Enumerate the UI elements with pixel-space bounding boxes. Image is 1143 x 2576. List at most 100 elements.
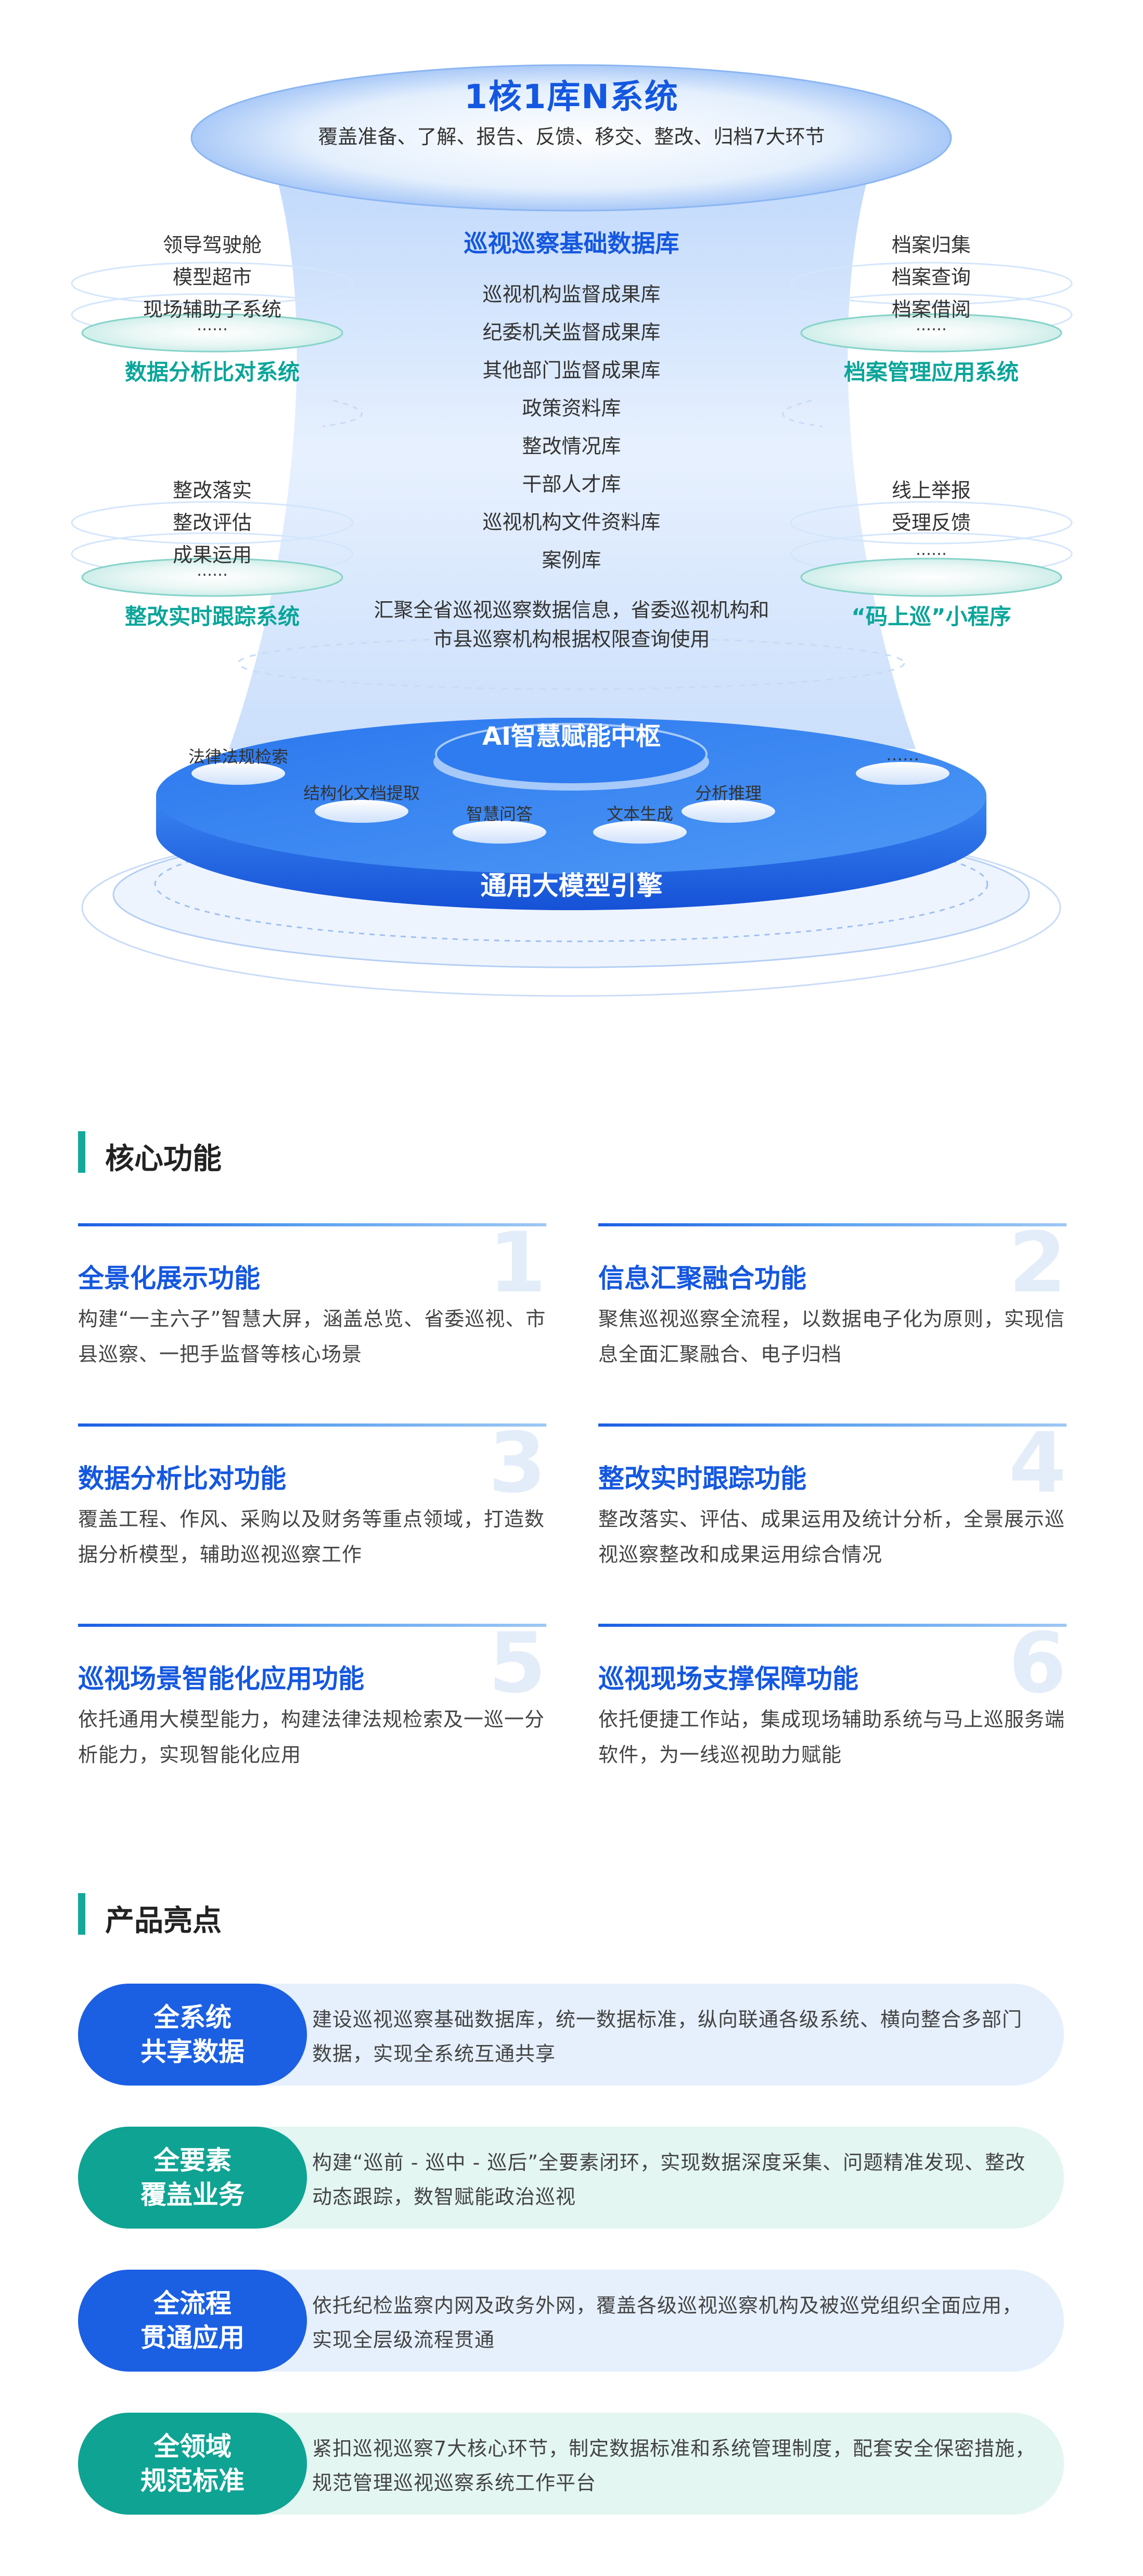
- badge-line2: 贯通应用: [140, 2323, 245, 2353]
- mini-program-title: “码上巡”小程序: [851, 604, 1011, 629]
- diagram-title: 1核1库N系统: [464, 78, 679, 116]
- feature-desc: 依托通用大模型能力，构建法律法规检索及一巡一分析能力，实现智能化应用: [78, 1708, 545, 1766]
- database-item: 纪委机关监督成果库: [482, 321, 661, 344]
- rectification-system-title: 整改实时跟踪系统: [124, 604, 300, 629]
- highlight-desc: 依托纪检监察内网及政务外网，覆盖各级巡视巡察机构及被巡党组织全面应用，实现全层级…: [312, 2294, 1023, 2351]
- feature-number: 3: [488, 1414, 546, 1511]
- highlight-row: 全流程 贯通应用 依托纪检监察内网及政务外网，覆盖各级巡视巡察机构及被巡党组织全…: [78, 2270, 1064, 2372]
- section-title: 产品亮点: [105, 1904, 222, 1938]
- side-item: 档案借阅: [891, 298, 971, 321]
- database-item: 案例库: [542, 549, 601, 572]
- feature-number: 1: [488, 1214, 546, 1311]
- section-accent-bar: [78, 1131, 85, 1173]
- disc-left-bottom: [81, 558, 343, 597]
- top-ellipse: [190, 64, 952, 212]
- ai-hub-title: AI智慧赋能中枢: [482, 722, 661, 751]
- feature-title: 巡视现场支撑保障功能: [598, 1664, 858, 1694]
- side-item: ……: [916, 316, 947, 334]
- feature-desc: 依托便捷工作站，集成现场辅助系统与马上巡服务端软件，为一线巡视助力赋能: [598, 1708, 1065, 1766]
- highlight-row: 全领域 规范标准 紧扣巡视巡察7大核心环节，制定数据标准和系统管理制度，配套安全…: [78, 2413, 1064, 2515]
- architecture-diagram: 1核1库N系统 覆盖准备、了解、报告、反馈、移交、整改、归档7大环节 巡视巡察基…: [0, 0, 1143, 1019]
- feature-desc: 覆盖工程、作风、采购以及财务等重点领域，打造数据分析模型，辅助巡视巡察工作: [78, 1508, 545, 1566]
- database-item: 巡视机构监督成果库: [482, 283, 661, 306]
- side-item: ……: [197, 316, 228, 334]
- module-label: 法律法规检索: [188, 747, 288, 767]
- side-item: 线上举报: [891, 479, 971, 502]
- feature-number: 5: [488, 1614, 546, 1712]
- badge-line1: 全领域: [153, 2431, 232, 2462]
- feature-title: 整改实时跟踪功能: [598, 1464, 806, 1494]
- platform-top: [156, 718, 986, 874]
- feature-desc: 聚焦巡视巡察全流程，以数据电子化为原则，实现信息全面汇聚融合、电子归档: [598, 1308, 1065, 1366]
- section-accent-bar: [78, 1893, 85, 1935]
- feature-desc: 构建“一主六子”智慧大屏，涵盖总览、省委巡视、市县巡察、一把手监督等核心场景: [78, 1308, 546, 1366]
- highlight-desc: 构建“巡前 - 巡中 - 巡后”全要素闭环，实现数据深度采集、问题精准发现、整改…: [312, 2151, 1026, 2208]
- database-desc-line2: 市县巡察机构根据权限查询使用: [433, 628, 710, 651]
- side-item: 档案归集: [891, 234, 971, 256]
- card-top-line: [78, 1223, 546, 1226]
- disc-right-bottom: [800, 558, 1062, 597]
- diagram-subtitle: 覆盖准备、了解、报告、反馈、移交、整改、归档7大环节: [318, 125, 825, 148]
- feature-title: 全景化展示功能: [78, 1263, 260, 1293]
- side-item: ……: [916, 541, 947, 559]
- feature-number: 2: [1008, 1214, 1067, 1311]
- highlight-desc: 建设巡视巡察基础数据库，统一数据标准，纵向联通各级系统、横向整合多部门数据，实现…: [312, 2008, 1023, 2065]
- feature-number: 4: [1008, 1414, 1067, 1511]
- engine-title: 通用大模型引擎: [480, 871, 663, 901]
- badge-line2: 规范标准: [140, 2466, 245, 2496]
- module-pills: [191, 762, 949, 844]
- funnel-body: [229, 156, 916, 749]
- archive-system-title: 档案管理应用系统: [843, 359, 1019, 385]
- feature-card: 6 巡视现场支撑保障功能 依托便捷工作站，集成现场辅助系统与马上巡服务端软件，为…: [598, 1614, 1067, 1766]
- side-item: 领导驾驶舱: [162, 234, 262, 256]
- feature-desc: 整改落实、评估、成果运用及统计分析，全景展示巡视巡察整改和成果运用综合情况: [598, 1508, 1065, 1566]
- highlight-row: 全要素 覆盖业务 构建“巡前 - 巡中 - 巡后”全要素闭环，实现数据深度采集、…: [78, 2127, 1064, 2229]
- data-analysis-system-title: 数据分析比对系统: [124, 359, 300, 385]
- feature-title: 数据分析比对功能: [78, 1464, 286, 1494]
- feature-card: 2 信息汇聚融合功能 聚焦巡视巡察全流程，以数据电子化为原则，实现信息全面汇聚融…: [598, 1214, 1067, 1366]
- database-item: 政策资料库: [522, 397, 621, 420]
- badge-line1: 全要素: [153, 2145, 232, 2176]
- side-item: 模型超市: [172, 266, 252, 289]
- feature-title: 信息汇聚融合功能: [598, 1263, 806, 1293]
- module-label: 文本生成: [606, 804, 673, 824]
- badge-line2: 共享数据: [140, 2037, 245, 2067]
- disc-left-top: [81, 313, 343, 353]
- diagram-graphics: [71, 64, 1073, 997]
- highlight-badge: 全流程 贯通应用: [78, 2270, 307, 2372]
- feature-card: 1 全景化展示功能 构建“一主六子”智慧大屏，涵盖总览、省委巡视、市县巡察、一把…: [78, 1214, 546, 1366]
- badge-line2: 覆盖业务: [140, 2180, 245, 2210]
- highlight-badge: 全领域 规范标准: [78, 2413, 307, 2515]
- badge-line1: 全流程: [153, 2288, 232, 2319]
- side-item: 档案查询: [891, 266, 971, 289]
- card-top-line: [598, 1423, 1067, 1427]
- database-title: 巡视巡察基础数据库: [464, 229, 679, 257]
- highlight-desc: 紧扣巡视巡察7大核心环节，制定数据标准和系统管理制度，配套安全保密措施，规范管理…: [312, 2437, 1036, 2494]
- feature-card: 3 数据分析比对功能 覆盖工程、作风、采购以及财务等重点领域，打造数据分析模型，…: [78, 1414, 546, 1566]
- disc-right-top: [800, 313, 1062, 353]
- module-label: 智慧问答: [466, 804, 533, 824]
- side-item: 现场辅助子系统: [143, 298, 281, 321]
- module-label: 分析推理: [695, 783, 762, 803]
- database-desc-line1: 汇聚全省巡视巡察数据信息，省委巡视机构和: [374, 599, 769, 622]
- database-item: 其他部门监督成果库: [482, 359, 661, 382]
- card-top-line: [598, 1223, 1067, 1226]
- highlight-badge: 全要素 覆盖业务: [78, 2127, 307, 2229]
- side-item: ……: [197, 562, 228, 580]
- card-top-line: [78, 1624, 546, 1627]
- badge-line1: 全系统: [153, 2002, 232, 2033]
- feature-card: 5 巡视场景智能化应用功能 依托通用大模型能力，构建法律法规检索及一巡一分析能力…: [78, 1614, 546, 1766]
- side-item: 整改落实: [172, 479, 252, 502]
- feature-title: 巡视场景智能化应用功能: [78, 1664, 364, 1694]
- feature-card: 4 整改实时跟踪功能 整改落实、评估、成果运用及统计分析，全景展示巡视巡察整改和…: [598, 1414, 1067, 1566]
- feature-number: 6: [1008, 1614, 1067, 1712]
- highlight-row: 全系统 共享数据 建设巡视巡察基础数据库，统一数据标准，纵向联通各级系统、横向整…: [78, 1984, 1064, 2086]
- module-label: ……: [886, 745, 919, 765]
- database-item: 巡视机构文件资料库: [482, 511, 661, 534]
- ai-hub-disc: [435, 723, 708, 785]
- database-item: 干部人才库: [522, 473, 621, 496]
- database-item: 整改情况库: [522, 435, 621, 458]
- side-item: 受理反馈: [891, 511, 971, 534]
- highlight-badge: 全系统 共享数据: [78, 1984, 307, 2086]
- side-item: 整改评估: [172, 511, 252, 534]
